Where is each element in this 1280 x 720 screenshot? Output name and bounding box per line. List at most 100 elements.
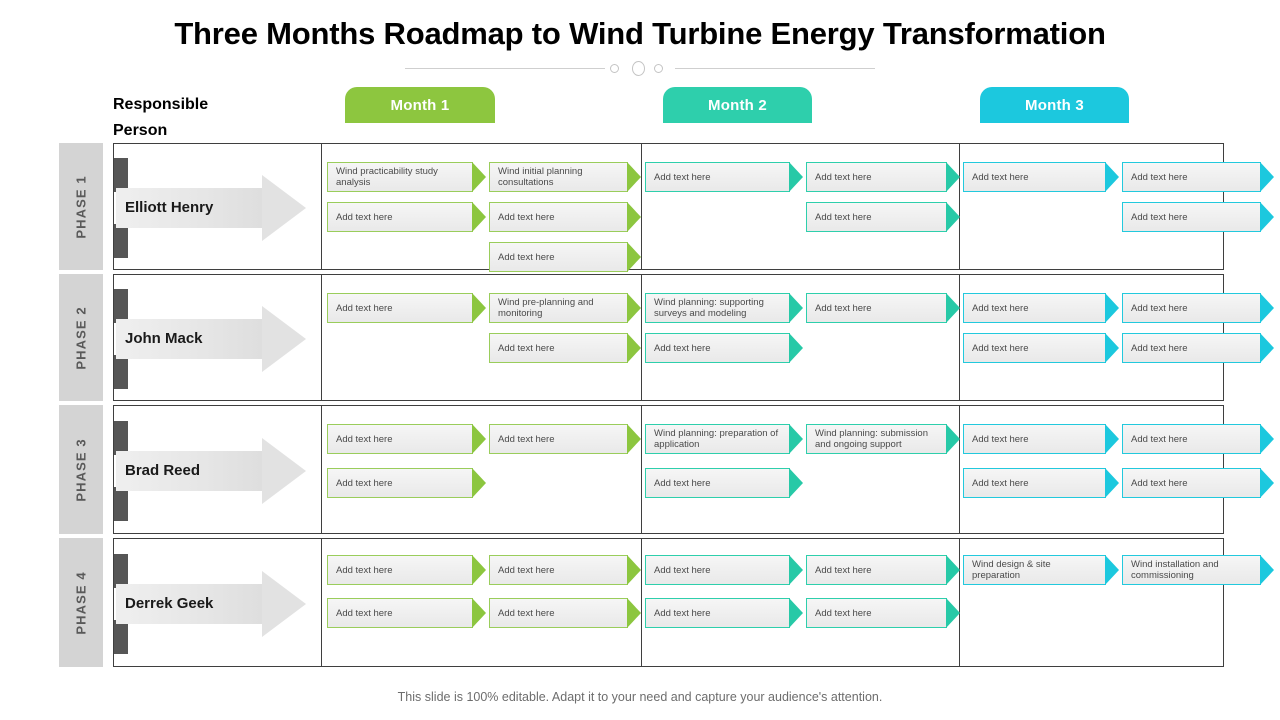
task-chevron[interactable]: Wind practicability study analysis	[327, 162, 486, 192]
title-block: Three Months Roadmap to Wind Turbine Ene…	[0, 14, 1280, 76]
month-tab-1[interactable]: Month 1	[345, 87, 495, 123]
page-title: Three Months Roadmap to Wind Turbine Ene…	[174, 16, 1106, 51]
task-box: Add text here	[806, 555, 947, 585]
task-chevron[interactable]: Add text here	[327, 468, 486, 498]
task-chevron[interactable]: Add text here	[806, 598, 960, 628]
task-chevron[interactable]: Wind installation and commissioning	[1122, 555, 1274, 585]
task-arrow-head-icon	[946, 555, 960, 585]
task-chevron[interactable]: Add text here	[489, 424, 641, 454]
task-box: Add text here	[489, 555, 628, 585]
task-arrow-head-icon	[1260, 333, 1274, 363]
task-chevron[interactable]: Add text here	[806, 293, 960, 323]
task-arrow-head-icon	[472, 598, 486, 628]
task-arrow-head-icon	[1105, 424, 1119, 454]
task-chevron[interactable]: Add text here	[806, 202, 960, 232]
phase-strip-1: PHASE 1	[59, 143, 103, 270]
task-box: Add text here	[489, 424, 628, 454]
column-divider-1	[321, 406, 322, 533]
responsible-person-header: Responsible Person	[113, 92, 263, 144]
task-box: Add text here	[963, 333, 1106, 363]
task-arrow-head-icon	[1105, 333, 1119, 363]
task-label: Add text here	[972, 171, 1029, 183]
task-chevron[interactable]: Add text here	[489, 598, 641, 628]
task-chevron[interactable]: Wind planning: supporting surveys and mo…	[645, 293, 803, 323]
task-chevron[interactable]: Add text here	[806, 162, 960, 192]
task-chevron[interactable]: Add text here	[963, 293, 1119, 323]
task-box: Add text here	[1122, 162, 1261, 192]
task-label: Add text here	[498, 211, 555, 223]
task-chevron[interactable]: Add text here	[645, 598, 803, 628]
task-chevron[interactable]: Add text here	[1122, 202, 1274, 232]
divider-dot-small-right	[654, 64, 663, 73]
task-label: Add text here	[498, 433, 555, 445]
task-chevron[interactable]: Add text here	[645, 555, 803, 585]
task-arrow-head-icon	[789, 598, 803, 628]
task-label: Add text here	[815, 171, 872, 183]
task-box: Add text here	[645, 468, 790, 498]
phase-label: PHASE 1	[73, 174, 89, 239]
task-box: Add text here	[806, 202, 947, 232]
task-arrow-head-icon	[1260, 424, 1274, 454]
task-chevron[interactable]: Add text here	[327, 202, 486, 232]
task-chevron[interactable]: Add text here	[806, 555, 960, 585]
task-chevron[interactable]: Add text here	[489, 333, 641, 363]
task-arrow-head-icon	[627, 293, 641, 323]
task-chevron[interactable]: Add text here	[963, 333, 1119, 363]
task-box: Wind planning: submission and ongoing su…	[806, 424, 947, 454]
month-tab-label: Month 3	[1025, 96, 1084, 114]
task-chevron[interactable]: Add text here	[327, 293, 486, 323]
task-chevron[interactable]: Add text here	[489, 555, 641, 585]
task-chevron[interactable]: Add text here	[489, 242, 641, 272]
owner-tick-top	[114, 553, 128, 588]
task-chevron[interactable]: Add text here	[645, 333, 803, 363]
task-chevron[interactable]: Add text here	[1122, 468, 1274, 498]
task-box: Add text here	[963, 162, 1106, 192]
task-box: Add text here	[489, 242, 628, 272]
task-chevron[interactable]: Add text here	[1122, 162, 1274, 192]
owner-arrow[interactable]: Derrek Geek	[116, 583, 262, 624]
task-box: Add text here	[806, 162, 947, 192]
task-chevron[interactable]: Add text here	[963, 162, 1119, 192]
owner-arrow[interactable]: Elliott Henry	[116, 187, 262, 228]
task-chevron[interactable]: Add text here	[1122, 293, 1274, 323]
task-label: Add text here	[1131, 433, 1188, 445]
task-arrow-head-icon	[627, 598, 641, 628]
task-chevron[interactable]: Wind planning: preparation of applicatio…	[645, 424, 803, 454]
task-box: Add text here	[327, 202, 473, 232]
task-box: Add text here	[327, 598, 473, 628]
task-chevron[interactable]: Add text here	[645, 468, 803, 498]
task-chevron[interactable]: Wind planning: submission and ongoing su…	[806, 424, 960, 454]
task-chevron[interactable]: Add text here	[1122, 424, 1274, 454]
task-chevron[interactable]: Wind pre-planning and monitoring	[489, 293, 641, 323]
task-box: Add text here	[963, 424, 1106, 454]
owner-arrow[interactable]: Brad Reed	[116, 450, 262, 491]
task-chevron[interactable]: Add text here	[963, 424, 1119, 454]
task-label: Add text here	[498, 251, 555, 263]
task-chevron[interactable]: Add text here	[489, 202, 641, 232]
task-chevron[interactable]: Add text here	[327, 555, 486, 585]
task-arrow-head-icon	[627, 242, 641, 272]
column-divider-3	[959, 406, 960, 533]
task-chevron[interactable]: Wind design & site preparation	[963, 555, 1119, 585]
task-box: Add text here	[489, 202, 628, 232]
task-chevron[interactable]: Add text here	[327, 598, 486, 628]
task-chevron[interactable]: Add text here	[963, 468, 1119, 498]
task-label: Add text here	[336, 564, 393, 576]
task-chevron[interactable]: Wind initial planning consultations	[489, 162, 641, 192]
task-box: Wind planning: supporting surveys and mo…	[645, 293, 790, 323]
month-tab-2[interactable]: Month 2	[663, 87, 812, 123]
column-divider-2	[641, 539, 642, 666]
task-label: Add text here	[815, 564, 872, 576]
task-arrow-head-icon	[789, 293, 803, 323]
task-label: Add text here	[815, 302, 872, 314]
task-arrow-head-icon	[627, 162, 641, 192]
owner-arrow[interactable]: John Mack	[116, 318, 262, 359]
task-label: Add text here	[1131, 342, 1188, 354]
task-chevron[interactable]: Add text here	[645, 162, 803, 192]
task-chevron[interactable]: Add text here	[1122, 333, 1274, 363]
task-arrow-head-icon	[472, 468, 486, 498]
month-tab-3[interactable]: Month 3	[980, 87, 1129, 123]
responsible-person-line1: Responsible	[113, 96, 209, 113]
task-chevron[interactable]: Add text here	[327, 424, 486, 454]
